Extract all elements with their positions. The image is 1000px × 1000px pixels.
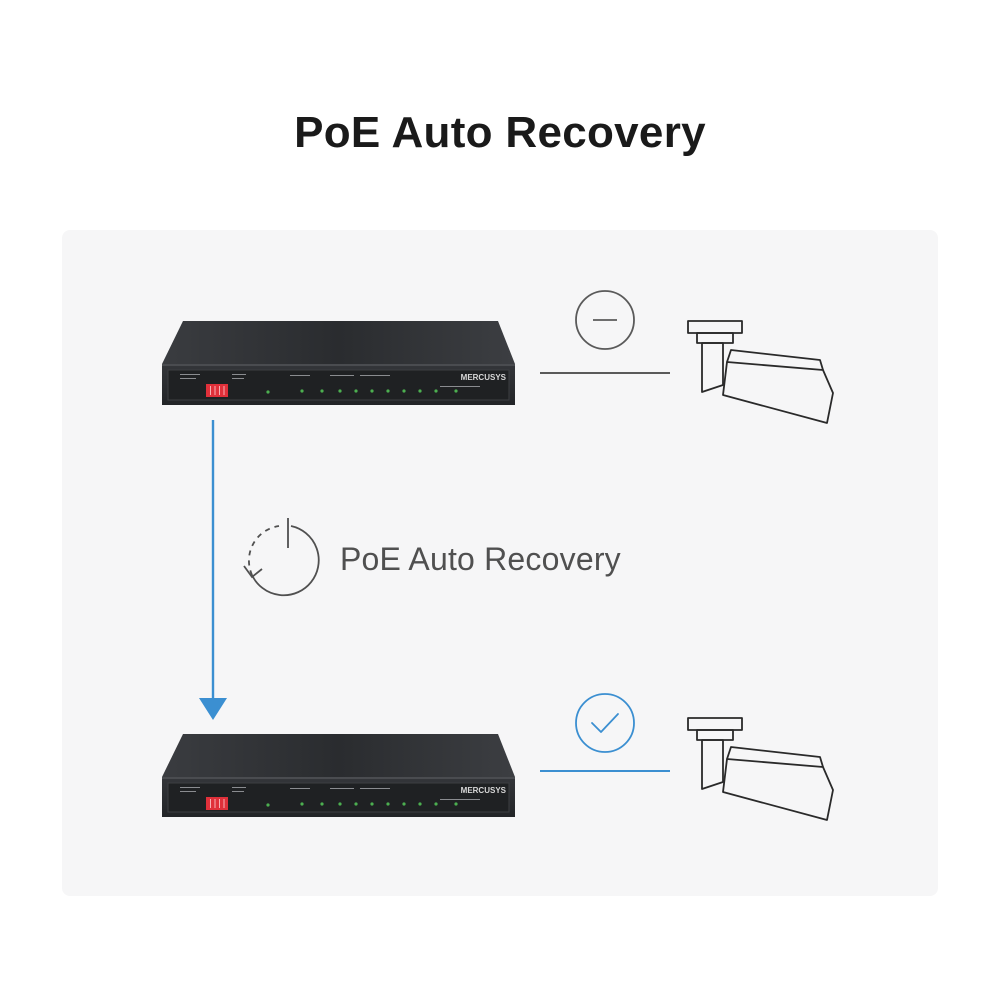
- switch-brand-logo: MERCUSYS: [461, 373, 507, 382]
- minus-circle-icon: [575, 290, 635, 350]
- network-switch-top: MERCUSYS: [162, 321, 515, 405]
- page-title: PoE Auto Recovery: [294, 108, 706, 157]
- status-leds: [266, 802, 458, 807]
- power-recovery-icon: [243, 518, 320, 597]
- check-circle-icon: [575, 693, 635, 753]
- dip-switch-block: [206, 797, 228, 810]
- network-switch-bottom: MERCUSYS: [162, 734, 515, 817]
- switch-brand-logo: MERCUSYS: [461, 786, 507, 795]
- transition-arrow: [199, 420, 227, 720]
- status-leds: [266, 389, 458, 394]
- security-camera-icon: [687, 320, 834, 424]
- security-camera-icon: [687, 717, 834, 821]
- dip-switch-block: [206, 384, 228, 397]
- recovery-label: PoE Auto Recovery: [340, 541, 621, 577]
